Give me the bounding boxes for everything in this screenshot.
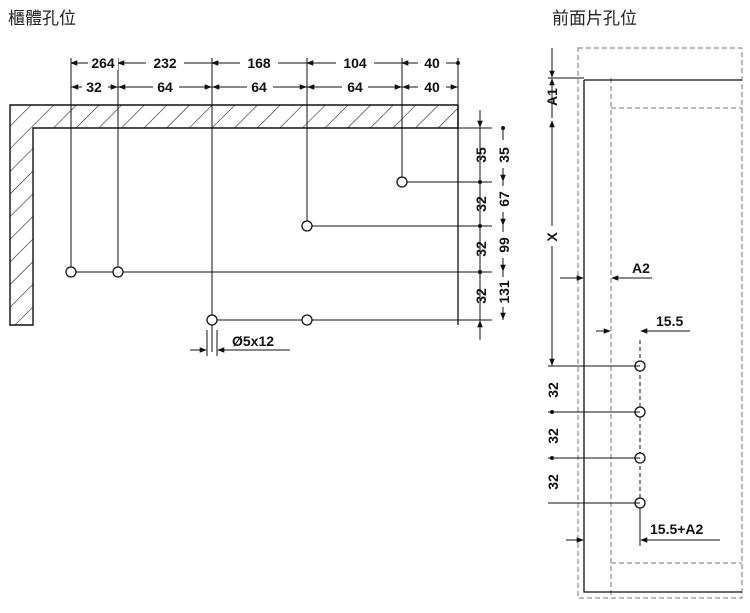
- dim-35-outer: 35: [496, 147, 512, 163]
- dim-40-second: 40: [424, 79, 440, 95]
- dim-104: 104: [343, 55, 367, 71]
- dim-32-inner-b: 32: [473, 241, 489, 257]
- cabinet-drilling-title: 櫃體孔位: [8, 9, 76, 29]
- cabinet-hole: [301, 220, 313, 232]
- dim-a2: A2: [632, 260, 650, 276]
- front-panel-outline: [583, 79, 742, 593]
- dim-67: 67: [496, 191, 512, 207]
- dim-15-5-top: 15.5: [656, 313, 683, 329]
- dim-64-b: 64: [251, 79, 267, 95]
- dim-264: 264: [91, 55, 115, 71]
- dim-a1: A1: [544, 88, 560, 106]
- dim-32-front-c: 32: [545, 474, 561, 490]
- dim-32-front-a: 32: [545, 382, 561, 398]
- dim-232: 232: [153, 55, 177, 71]
- dim-40-top: 40: [424, 55, 440, 71]
- dim-64-a: 64: [157, 79, 173, 95]
- cabinet-wall-section: [9, 104, 459, 326]
- dim-32-inner-a: 32: [473, 196, 489, 212]
- cabinet-hole: [112, 266, 124, 278]
- dim-32-inner-c: 32: [473, 288, 489, 304]
- dim-32-front-b: 32: [545, 428, 561, 444]
- hole-size-label: Ø5x12: [232, 333, 274, 349]
- cabinet-hole: [301, 314, 313, 326]
- dim-64-c: 64: [347, 79, 363, 95]
- dim-15-5-plus-a2: 15.5+A2: [650, 521, 704, 537]
- front-panel-drilling-title: 前面片孔位: [552, 9, 637, 29]
- cabinet-hole: [206, 314, 218, 326]
- dim-131: 131: [496, 280, 512, 304]
- cabinet-hole: [65, 266, 77, 278]
- dim-99: 99: [496, 237, 512, 253]
- cabinet-hole: [396, 176, 408, 188]
- dim-35-inner: 35: [473, 147, 489, 163]
- cabinet-drawing: 264 232 168 104 40 32 64 64 64 40: [9, 54, 512, 356]
- dim-x: X: [544, 232, 560, 242]
- front-panel-drawing: A1 X A2 15.5 32 32 32: [544, 47, 743, 599]
- dim-168: 168: [247, 55, 271, 71]
- dim-32: 32: [86, 79, 102, 95]
